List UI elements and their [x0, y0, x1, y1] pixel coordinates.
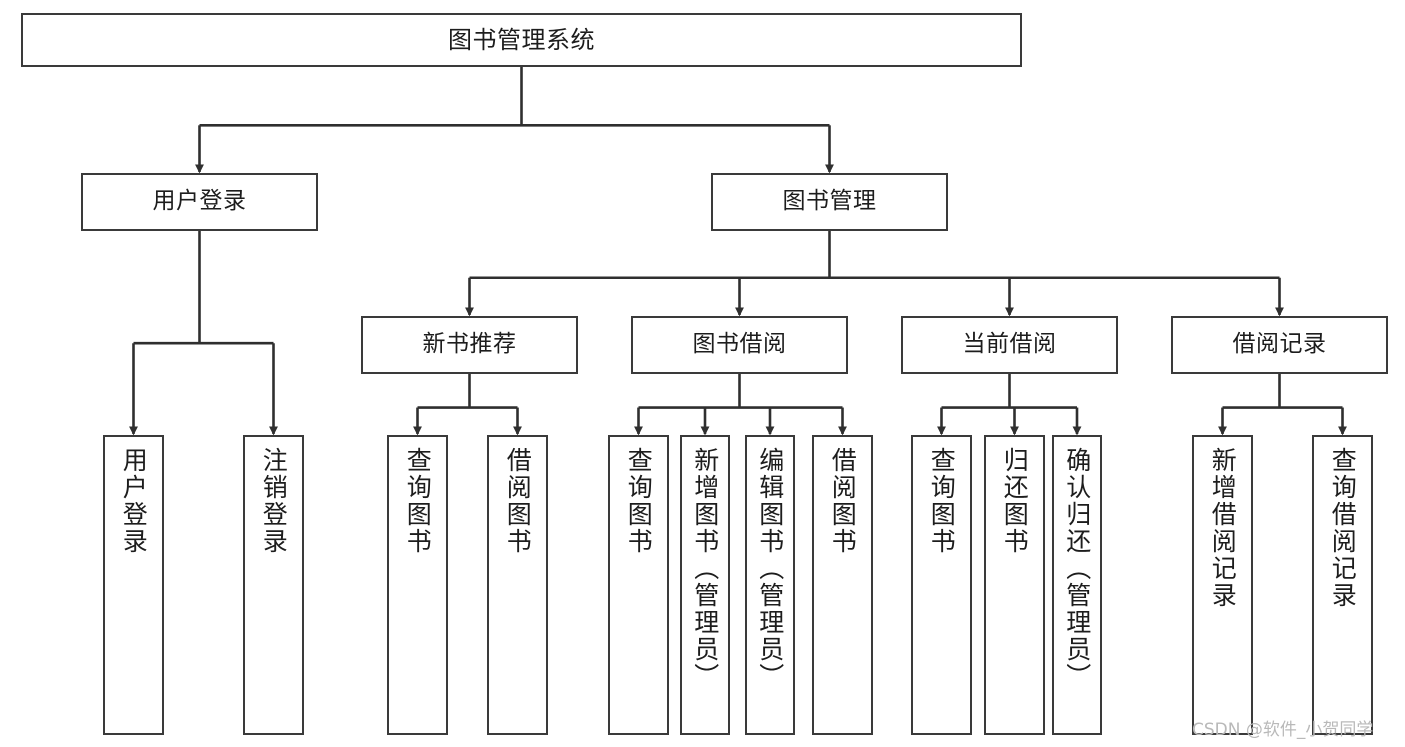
node-leaf-add-book[interactable]: 新增图书（管理员） [680, 435, 730, 735]
node-label: 借阅图书 [828, 447, 858, 555]
node-current-borrow[interactable]: 当前借阅 [901, 316, 1118, 374]
node-label: 借阅图书 [503, 447, 533, 555]
node-label: 查询图书 [927, 447, 957, 555]
node-label: 查询图书 [624, 447, 654, 555]
node-label: 归还图书 [1000, 447, 1030, 555]
node-label: 新书推荐 [422, 331, 517, 358]
node-label: 新增借阅记录 [1208, 447, 1238, 609]
node-label: 查询借阅记录 [1328, 447, 1358, 609]
node-label: 图书管理系统 [448, 25, 595, 54]
node-leaf-confirm-return[interactable]: 确认归还（管理员） [1052, 435, 1102, 735]
node-label: 编辑图书（管理员） [755, 447, 785, 690]
node-label: 确认归还（管理员） [1062, 447, 1092, 690]
node-leaf-add-borrow-record[interactable]: 新增借阅记录 [1192, 435, 1253, 735]
node-leaf-query-book-2[interactable]: 查询图书 [608, 435, 669, 735]
node-leaf-query-book-1[interactable]: 查询图书 [387, 435, 448, 735]
node-leaf-edit-book[interactable]: 编辑图书（管理员） [745, 435, 795, 735]
node-label: 图书借阅 [692, 331, 787, 358]
node-label: 借阅记录 [1232, 331, 1327, 358]
node-label: 新增图书（管理员） [690, 447, 720, 690]
node-label: 用户登录 [152, 188, 247, 215]
node-root[interactable]: 图书管理系统 [21, 13, 1022, 67]
node-borrow-record[interactable]: 借阅记录 [1171, 316, 1388, 374]
node-label: 查询图书 [403, 447, 433, 555]
node-leaf-return-book[interactable]: 归还图书 [984, 435, 1045, 735]
node-label: 图书管理 [782, 188, 877, 215]
node-label: 用户登录 [119, 447, 149, 555]
node-leaf-borrow-book-2[interactable]: 借阅图书 [812, 435, 873, 735]
node-leaf-borrow-book-1[interactable]: 借阅图书 [487, 435, 548, 735]
node-leaf-user-login[interactable]: 用户登录 [103, 435, 164, 735]
node-new-book-recommend[interactable]: 新书推荐 [361, 316, 578, 374]
node-leaf-query-book-3[interactable]: 查询图书 [911, 435, 972, 735]
node-label: 注销登录 [259, 447, 289, 555]
node-leaf-query-borrow-record[interactable]: 查询借阅记录 [1312, 435, 1373, 735]
node-label: 当前借阅 [962, 331, 1057, 358]
node-book-borrow[interactable]: 图书借阅 [631, 316, 848, 374]
node-user-login[interactable]: 用户登录 [81, 173, 318, 231]
csdn-watermark: CSDN @软件_小贺同学 [1192, 720, 1374, 740]
node-book-management[interactable]: 图书管理 [711, 173, 948, 231]
node-leaf-user-logout[interactable]: 注销登录 [243, 435, 304, 735]
